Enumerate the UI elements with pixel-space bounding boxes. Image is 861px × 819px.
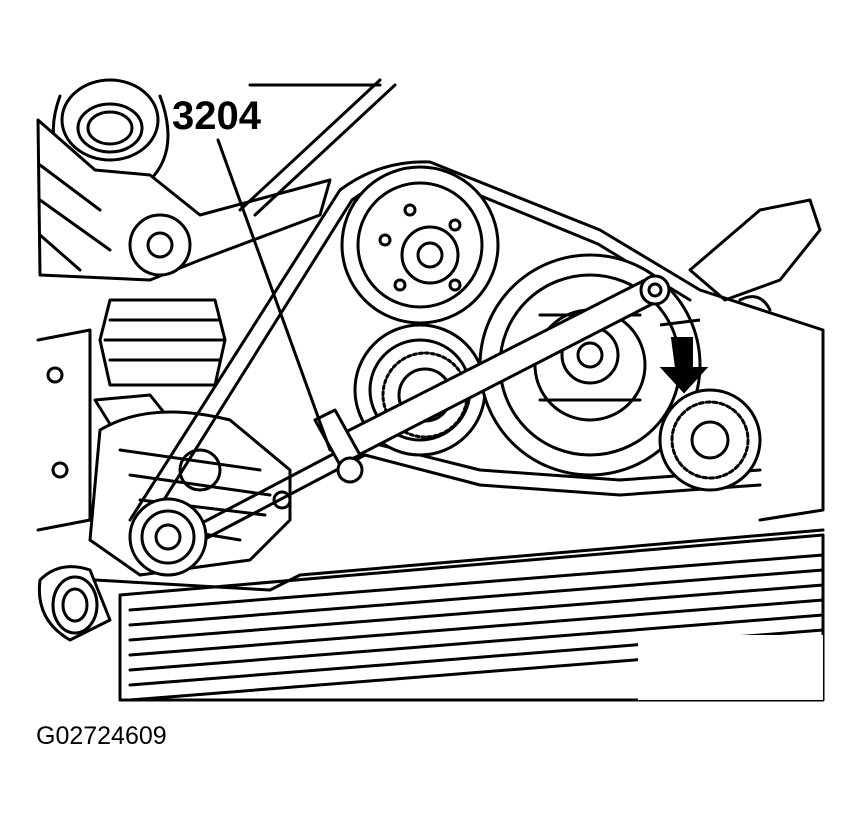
- roller-pulley: [658, 388, 762, 492]
- pipe-fitting: [51, 78, 170, 187]
- figure-id: G02724609: [36, 722, 167, 750]
- lower-pulley: [128, 497, 208, 577]
- idler-pulley-top: [340, 165, 500, 325]
- arrow-down-icon: [659, 318, 709, 394]
- tool-callout-label: 3204: [172, 94, 261, 138]
- special-tool-3204: [313, 274, 671, 484]
- callout-leader-line: [216, 138, 332, 452]
- right-housing: [688, 198, 825, 522]
- engine-bracket: [36, 118, 332, 532]
- radiator: [93, 528, 825, 702]
- alternator-housing: [37, 410, 292, 642]
